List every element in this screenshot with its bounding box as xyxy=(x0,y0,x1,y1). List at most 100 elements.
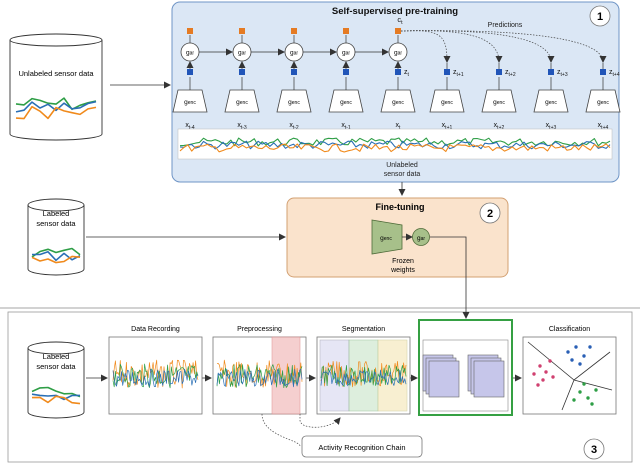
labeled-db3-series-orange xyxy=(31,395,81,405)
frozen-encoder-label: genc xyxy=(380,235,392,242)
x-label-5: xt+1 xyxy=(442,122,453,131)
z-square-3 xyxy=(343,69,349,75)
encoder-label-8: genc xyxy=(597,99,609,106)
recording-orange xyxy=(112,359,199,389)
stage-label-4: Classification xyxy=(549,326,590,333)
x-label-8: xt+4 xyxy=(598,122,609,131)
z-label-2-main: z xyxy=(505,69,509,76)
class-point-5 xyxy=(536,383,540,387)
gar-sub-4: ar xyxy=(398,51,403,57)
encoder-1 xyxy=(224,89,260,113)
x-label-2-main: x xyxy=(289,122,293,129)
z-square-0 xyxy=(187,69,193,75)
z-label-3-main: z xyxy=(557,69,561,76)
badge-1 xyxy=(589,5,611,27)
activity-recognition-panel xyxy=(7,311,633,463)
z-label-0-main: z xyxy=(404,69,408,76)
frozen-ar-sub: ar xyxy=(421,236,426,242)
encoder-g-2: g xyxy=(288,99,292,106)
pretraining-title: Self-supervised pre-training xyxy=(332,6,458,17)
x-label-7: xt+3 xyxy=(546,122,557,131)
labeled-db3-label-2: sensor data xyxy=(36,362,76,371)
stage-label-0: Data Recording xyxy=(131,326,180,333)
unlabeled-database xyxy=(9,33,103,141)
class-point-10 xyxy=(570,358,574,362)
encoder-label-6: genc xyxy=(493,99,505,106)
stage-label-2: Segmentation xyxy=(342,326,385,333)
x-label-0-main: x xyxy=(185,122,189,129)
class-point-14 xyxy=(586,396,590,400)
x-label-4-main: x xyxy=(396,122,400,129)
z-label-2: zt+2 xyxy=(505,69,516,78)
c-square-0 xyxy=(187,28,193,34)
encoder-g-5: g xyxy=(441,99,445,106)
gar-g-2: g xyxy=(290,50,294,57)
x-label-3-sub: t-1 xyxy=(345,125,351,131)
seg-green xyxy=(320,364,407,387)
x-label-2: xt-2 xyxy=(289,122,299,131)
predictions-label: Predictions xyxy=(488,22,523,29)
z-label-3: zt+3 xyxy=(557,69,568,78)
encoder-label-0: genc xyxy=(184,99,196,106)
gar-label-0: gar xyxy=(186,50,194,57)
encoder-5 xyxy=(429,89,465,113)
class-point-2 xyxy=(532,372,536,376)
encoder-0 xyxy=(172,89,208,113)
x-label-6: xt+2 xyxy=(494,122,505,131)
labeled-db3-series-green xyxy=(31,386,81,398)
x-label-0: xt-4 xyxy=(185,122,195,131)
c-square-3 xyxy=(343,28,349,34)
x-label-0-sub: t-4 xyxy=(189,125,195,131)
finetuning-title: Fine-tuning xyxy=(376,202,425,212)
feature-map-a-2 xyxy=(428,360,460,398)
encoder-4 xyxy=(380,89,416,113)
badge-3-label: 3 xyxy=(591,444,597,456)
encoder-g-6: g xyxy=(493,99,497,106)
z-square-2 xyxy=(291,69,297,75)
x-label-1-main: x xyxy=(237,122,241,129)
x-label-8-sub: t+4 xyxy=(601,125,608,131)
x-label-6-main: x xyxy=(494,122,498,129)
class-point-13 xyxy=(578,390,582,394)
x-label-1-sub: t-3 xyxy=(241,125,247,131)
gar-sub-0: ar xyxy=(190,51,195,57)
gar-label-1: gar xyxy=(238,50,246,57)
activity-recognition-chain: Data RecordingPreprocessingSegmentationF… xyxy=(86,319,617,447)
chain-label: Activity Recognition Chain xyxy=(318,443,405,452)
class-point-11 xyxy=(588,345,592,349)
c-square-1 xyxy=(239,28,245,34)
z-label-0-sub: t xyxy=(408,72,410,78)
encoder-label-4: genc xyxy=(392,99,404,106)
gar-sub-2: ar xyxy=(294,51,299,57)
c-square-2 xyxy=(291,28,297,34)
x-label-7-main: x xyxy=(546,122,550,129)
encoder-g-0: g xyxy=(184,99,188,106)
encoder-8 xyxy=(585,89,621,113)
labeled-db-top xyxy=(27,198,85,212)
z-label-1-main: z xyxy=(453,69,457,76)
frozen-caption-1: Frozen xyxy=(392,258,414,265)
encoder-sub-6: enc xyxy=(497,100,506,106)
badge-2-label: 2 xyxy=(487,208,493,220)
x-label-8-main: x xyxy=(598,122,602,129)
gar-g-3: g xyxy=(342,50,346,57)
unlabeled-db-series-orange xyxy=(15,105,97,120)
labeled-db-label-1: Labeled xyxy=(43,209,70,218)
class-point-6 xyxy=(551,375,555,379)
gar-g-0: g xyxy=(186,50,190,57)
decision-boundaries xyxy=(527,341,613,411)
encoder-label-5: genc xyxy=(441,99,453,106)
x-label-2-sub: t-2 xyxy=(293,125,299,131)
z-label-1: zt+1 xyxy=(453,69,464,78)
z-square-7 xyxy=(548,69,554,75)
encoder-label-1: genc xyxy=(236,99,248,106)
x-label-5-sub: t+1 xyxy=(445,125,452,131)
labeled-db3-label-1: Labeled xyxy=(43,352,70,361)
encoder-sub-5: enc xyxy=(445,100,454,106)
class-point-9 xyxy=(582,354,586,358)
z-square-4 xyxy=(395,69,401,75)
strip-orange xyxy=(179,143,611,153)
unlabeled-db-series-blue xyxy=(15,100,97,113)
unlabeled-signal-waveforms xyxy=(179,137,611,153)
labeled-database-bottom xyxy=(27,341,85,419)
